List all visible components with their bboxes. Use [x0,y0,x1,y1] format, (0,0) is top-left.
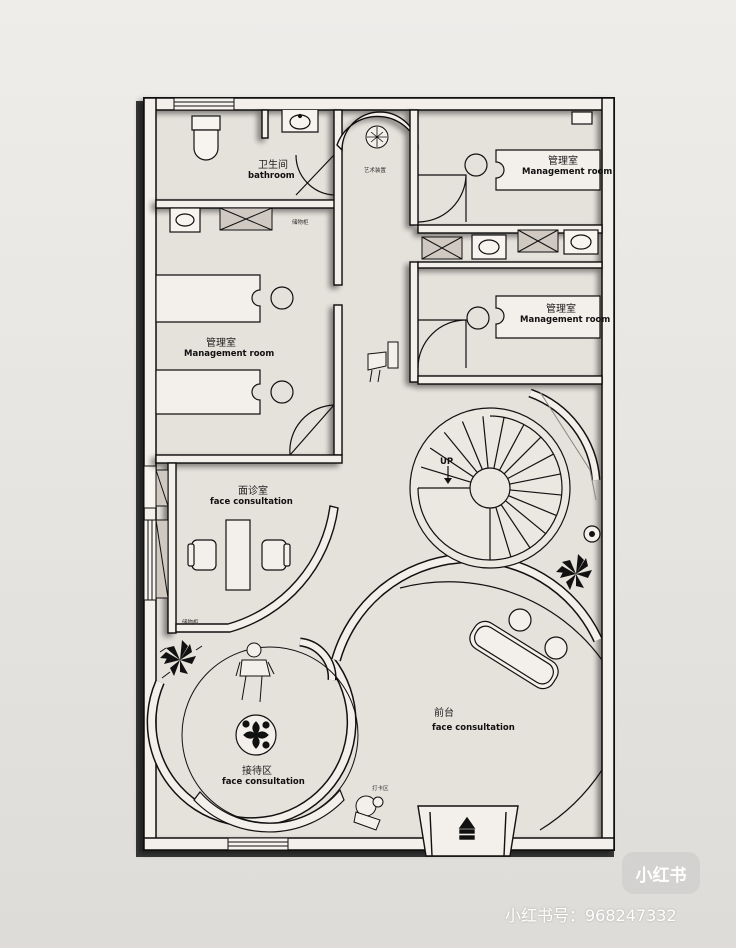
stair-tread [461,421,483,470]
person-figure-photo-spot [353,795,384,831]
stair-tread [420,466,472,483]
stair-tread [443,431,478,473]
reception-label-cn: 前台 [434,706,454,719]
consult-chair-left [187,539,217,571]
consult-label-cn: 面诊室 [238,484,268,497]
plant-right [556,554,592,590]
xiaohongshu-badge: 小红书 [622,852,700,894]
sinks-right [471,111,599,260]
mgmt-mid-right-label-en: Management room [520,315,610,325]
stair-tread [500,504,531,549]
stair-tread [429,447,474,478]
stair-railing [539,391,597,501]
art-installation-icon [365,125,389,149]
stair-up-arrow: UP [440,457,453,484]
waiting-label-en: face consultation [222,777,305,787]
stair-tread [493,417,505,469]
mgmt-mid-right-label-cn: 管理室 [546,302,576,315]
reception-inner-arc [399,581,603,661]
bathroom-label-en: bathroom [248,171,295,181]
treatment-bed-top-right [464,149,601,191]
reception-label-en: face consultation [432,723,515,733]
person-figure-waiting [235,642,275,703]
storage-cabinet-label: 储物柜 [292,218,309,226]
consult-curved-wall [175,505,339,633]
toilet [191,115,221,161]
stair-up-label: UP [440,457,453,467]
consult-chair-right [261,539,291,571]
storage-shelf-right-top [421,229,559,260]
storage-shelf-left [219,207,273,231]
waiting-label-cn: 接待区 [242,764,272,777]
stair-tread [508,495,557,517]
consult-label-en: face consultation [210,497,293,507]
stair-tread [495,506,512,558]
consult-desk [225,519,251,591]
sink-left [169,207,201,233]
plant-left [159,640,203,679]
mgmt-top-right-label-en: Management room [522,167,612,177]
waiting-sofa [193,788,345,833]
mgmt-left-label-en: Management room [184,349,274,359]
stair-tread [505,500,547,535]
treatment-bed-mid-right [466,295,601,339]
stair-tread [482,416,489,469]
treatment-bed-left-top [155,274,294,323]
waiting-table [235,714,277,756]
bathroom-sink [281,110,319,133]
stair-tread [509,473,561,485]
doors [289,154,467,456]
spiral-stair [409,388,601,569]
person-figure-corridor [367,341,399,383]
small-storage-cabinet [155,469,169,599]
windows [143,97,289,851]
mgmt-left-label-cn: 管理室 [206,336,236,349]
treatment-bed-left-bottom [155,369,294,415]
xiaohongshu-id: 小红书号：968247332 [505,906,677,925]
bathroom-label-cn: 卫生间 [258,158,288,171]
reception-stools [508,608,568,660]
stair-tread [503,436,542,475]
stair-tread [509,489,562,496]
stair-tread [507,453,554,480]
entrance-door [417,805,519,857]
mgmt-top-right-label-cn: 管理室 [548,154,578,167]
side-storage-label: 储物柜 [182,618,199,626]
stair-tread [498,424,525,471]
photo-spot-label: 打卡区 [372,784,389,792]
art-installation-label: 艺术装置 [364,166,387,174]
reception-counter [469,620,559,690]
